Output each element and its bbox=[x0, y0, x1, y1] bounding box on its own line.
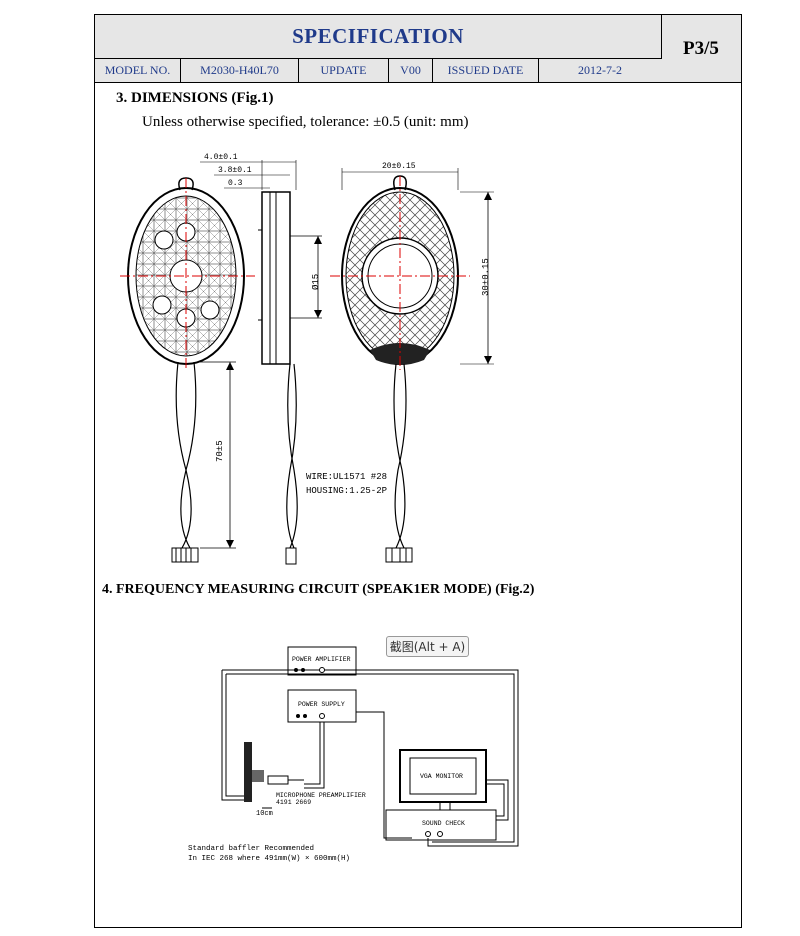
dim-0-3-label: 0.3 bbox=[228, 179, 243, 188]
power-amplifier-label: POWER AMPLIFIER bbox=[292, 656, 351, 663]
diameter-label: Ø15 bbox=[311, 274, 321, 290]
section3-heading: 3. DIMENSIONS (Fig.1) bbox=[116, 90, 274, 106]
screenshot-tooltip[interactable]: 截图(Alt + A) bbox=[386, 636, 469, 657]
section4-heading: 4. FREQUENCY MEASURING CIRCUIT (SPEAK1ER… bbox=[102, 582, 535, 597]
issued-value: 2012-7-2 bbox=[578, 63, 622, 77]
sound-check-box bbox=[385, 809, 497, 841]
baffle-note-1: Standard baffler Recommended bbox=[188, 845, 314, 853]
side-view: Ø15 4.0±0.1 3.8±0.1 0.3 WIRE:UL1571 #28 … bbox=[200, 153, 387, 565]
vga-monitor-label: VGA MONITOR bbox=[420, 773, 463, 780]
update-label: UPDATE bbox=[299, 59, 389, 82]
microphone-label: MICROPHONE PREAMPLIFIER bbox=[276, 792, 366, 799]
back-view: 20±0.15 30±0.15 bbox=[330, 162, 494, 563]
issued-label: ISSUED DATE bbox=[433, 59, 539, 82]
lead-length-label: 70±5 bbox=[215, 440, 225, 462]
baffle-note-2: In IEC 268 where 491mm(W) × 600mm(H) bbox=[188, 855, 350, 863]
housing-label: HOUSING:1.25-2P bbox=[306, 486, 387, 496]
power-amplifier-box bbox=[287, 646, 357, 676]
model-label: MODEL NO. bbox=[95, 59, 181, 82]
width-label: 20±0.15 bbox=[382, 162, 416, 171]
vga-monitor-frame bbox=[399, 749, 487, 803]
spec-header: SPECIFICATION P3/5 MODEL NO. M2030-H40L7… bbox=[94, 14, 742, 83]
front-view: 70±5 bbox=[120, 177, 255, 563]
power-supply-label: POWER SUPPLY bbox=[298, 701, 345, 708]
microphone-model: 4191 2669 bbox=[276, 799, 311, 806]
dim-4-0-label: 4.0±0.1 bbox=[204, 153, 238, 162]
model-value: M2030-H40L70 bbox=[181, 59, 299, 82]
sound-check-label: SOUND CHECK bbox=[422, 820, 465, 827]
vga-monitor-screen bbox=[409, 757, 477, 795]
spec-title: SPECIFICATION bbox=[95, 15, 662, 59]
baffle-board bbox=[244, 742, 252, 802]
distance-label: 10cm bbox=[256, 810, 273, 818]
page-number: P3/5 bbox=[683, 37, 719, 59]
height-label: 30±0.15 bbox=[481, 258, 491, 296]
dim-3-8-label: 3.8±0.1 bbox=[218, 166, 252, 175]
header-info-row: MODEL NO. M2030-H40L70 UPDATE V00 ISSUED… bbox=[95, 59, 661, 82]
wire-label: WIRE:UL1571 #28 bbox=[306, 472, 387, 482]
power-supply-box bbox=[287, 689, 357, 723]
update-value: V00 bbox=[389, 59, 433, 82]
section3-note: Unless otherwise specified, tolerance: ±… bbox=[142, 114, 469, 130]
